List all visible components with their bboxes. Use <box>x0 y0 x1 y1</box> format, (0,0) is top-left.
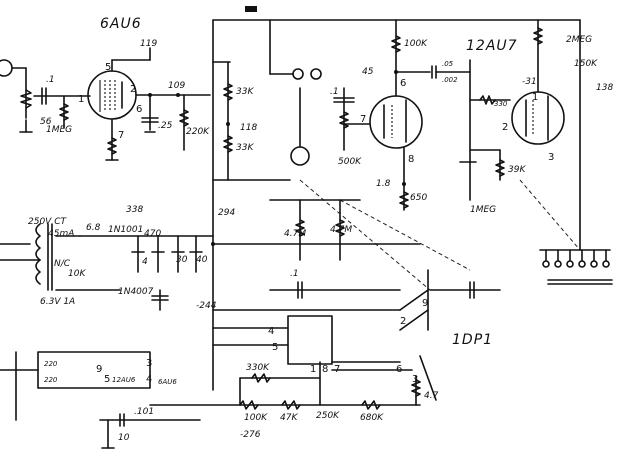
res-label: 330 <box>494 100 508 108</box>
pin-label: 2 <box>400 316 406 327</box>
cap-label: 1N1001 <box>108 225 143 235</box>
cap-label: .002 <box>442 76 458 84</box>
res-label: 2MEG <box>566 35 592 45</box>
transformer-label: 45mA <box>48 229 74 239</box>
heater-label: 220 <box>44 360 58 368</box>
pin-label: 6 <box>136 104 142 115</box>
pin-label: 8 <box>408 154 414 165</box>
voltage-label: 119 <box>140 39 157 49</box>
res-label: 100K <box>404 39 428 49</box>
res-label: 4.7M <box>284 229 306 239</box>
res-label: 250K <box>316 411 340 421</box>
res-label: 47K <box>280 413 298 423</box>
cap-label: .25 <box>158 121 173 131</box>
voltage-label: 338 <box>126 205 143 215</box>
cap-label: .05 <box>442 60 454 68</box>
res-label: 4.7M <box>330 225 352 235</box>
voltage-label: -31 <box>522 77 537 87</box>
tube-12au7-right <box>511 91 565 145</box>
voltage-label: -244 <box>196 301 217 311</box>
res-label: 4.7 <box>424 391 439 401</box>
pin-label: 5 <box>105 62 111 73</box>
transformer-label: 250V CT <box>28 217 67 227</box>
pin-label: 3 <box>146 358 152 369</box>
heater-label: 220 <box>44 376 58 384</box>
pin-label: 9 <box>422 298 428 309</box>
res-label: 100K <box>244 413 268 423</box>
heater-tube-label: 12AU6 <box>112 376 136 384</box>
voltage-label: 118 <box>240 123 257 133</box>
cap-label: 40 <box>196 255 208 265</box>
transformer-label: N/C <box>54 259 71 269</box>
res-label: 220K <box>186 127 210 137</box>
pin-label: 3 <box>412 374 418 385</box>
pin-label: 7 <box>118 130 124 141</box>
res-label: 470 <box>144 229 161 239</box>
voltage-label: 109 <box>168 81 185 91</box>
pin-label: 4 <box>146 374 152 385</box>
pin-label: 6 <box>400 78 406 89</box>
voltage-label: -276 <box>240 430 261 440</box>
tube-6au6-label: 6AU6 <box>100 16 142 32</box>
pin-label: 5 <box>272 342 278 353</box>
pin-label: 9 <box>96 364 102 375</box>
voltage-label: 45 <box>362 67 374 77</box>
pin-label: 4 <box>268 326 274 337</box>
pin-label: 5 <box>104 374 110 385</box>
voltage-label: 138 <box>596 83 613 93</box>
page-mark <box>245 6 257 12</box>
pin-label: 8 <box>322 364 328 375</box>
transformer-label: 6.3V 1A <box>40 297 75 307</box>
res-label: 500K <box>338 157 362 167</box>
res-label: 10K <box>68 269 86 279</box>
pin-label: 2 <box>502 122 508 133</box>
res-label: 650 <box>410 193 427 203</box>
tube-6au6 <box>87 70 137 120</box>
pin-label: 1 <box>532 92 538 103</box>
cap-label: .1 <box>46 75 55 85</box>
pin-label: 1 <box>310 364 316 375</box>
res-label: 6.8 <box>86 223 101 233</box>
pin-label: 1 <box>78 94 84 105</box>
tube-12au7-left <box>369 95 423 149</box>
cap-label: .1 <box>290 269 299 279</box>
power-transformer <box>35 223 53 291</box>
voltage-label: 1.8 <box>376 179 391 189</box>
tube-12au7-label: 12AU7 <box>466 38 518 54</box>
res-label: 10 <box>118 433 130 443</box>
res-label: 150K <box>574 59 598 69</box>
switch-1dp1 <box>287 315 333 365</box>
res-label: 39K <box>508 165 526 175</box>
output-taps <box>542 260 610 268</box>
res-label: 330K <box>246 363 270 373</box>
res-label: 33K <box>236 87 254 97</box>
res-label: 33K <box>236 143 254 153</box>
res-label: 680K <box>360 413 384 423</box>
heater-tube-label: 6AU6 <box>158 378 177 386</box>
res-label: 1MEG <box>470 205 496 215</box>
res-label: 56 <box>40 117 52 127</box>
pin-label: 3 <box>548 152 554 163</box>
pin-label: 7 <box>360 114 366 125</box>
cap-label: .1 <box>330 87 339 97</box>
pin-label: 2 <box>130 84 136 95</box>
cap-label: 4 <box>142 257 148 267</box>
cap-label: 1N4007 <box>118 287 154 297</box>
res-label: 1MEG <box>46 125 72 135</box>
switch-1dp1-label: 1DP1 <box>452 332 493 348</box>
cap-label: .101 <box>134 407 154 417</box>
cap-label: 30 <box>176 255 188 265</box>
voltage-label: 294 <box>218 208 235 218</box>
